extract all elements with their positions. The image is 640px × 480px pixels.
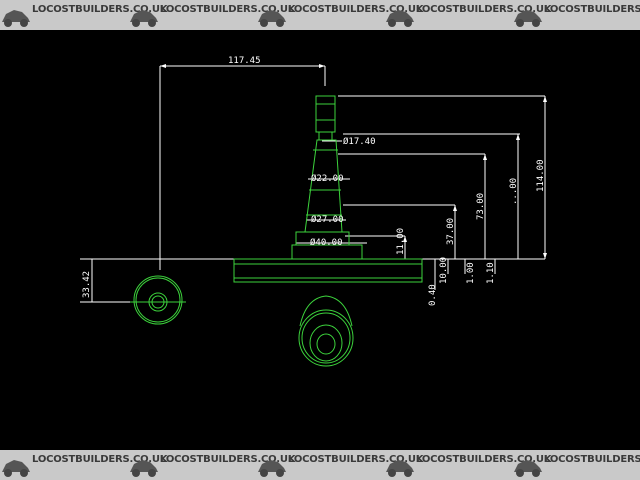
dim-diameter-upper: Ø22.00 <box>311 173 344 184</box>
cad-drawing: 117.45 Ø17.40 Ø22.00 Ø27.00 Ø40.00 114.0… <box>80 56 547 367</box>
watermark-tile: LOCOSTBUILDERS.CO.UK <box>128 0 296 30</box>
watermark-text: LOCOSTBUILDERS.CO.UK <box>160 4 296 15</box>
spigot-profile <box>233 95 423 283</box>
car-silhouette-icon <box>130 460 158 477</box>
watermark-tile: LOCOSTBUILDERS.CO.UK <box>512 0 640 30</box>
dim-height-mid: ...00 <box>509 178 519 205</box>
dim-diameter-lower: Ø27.00 <box>311 214 344 225</box>
dim-small-10: 10.00 <box>439 257 449 284</box>
car-silhouette-icon <box>514 460 542 477</box>
watermark-text: LOCOSTBUILDERS.CO.UK <box>416 454 552 465</box>
car-silhouette-icon <box>514 10 542 27</box>
dim-small-04: 0.40 <box>428 284 438 306</box>
car-silhouette-icon <box>258 10 286 27</box>
hub-flange <box>233 258 423 283</box>
dim-height-73: 73.00 <box>476 193 486 220</box>
watermark-tile: LOCOSTBUILDERS.CO.UK <box>128 450 296 480</box>
car-silhouette-icon <box>130 10 158 27</box>
watermark-text: LOCOSTBUILDERS.CO.UK <box>160 454 296 465</box>
dim-small-110: 1.10 <box>486 262 496 284</box>
car-silhouette-icon <box>386 460 414 477</box>
watermark-tile: LOCOSTBUILDERS.CO.UK <box>256 0 424 30</box>
car-silhouette-icon <box>386 10 414 27</box>
watermark-text: LOCOSTBUILDERS.CO.UK <box>544 454 640 465</box>
dim-overall-length: 117.45 <box>228 56 261 66</box>
watermark-tile: LOCOSTBUILDERS.CO.UK <box>0 450 168 480</box>
watermark-tile: LOCOSTBUILDERS.CO.UK <box>384 0 552 30</box>
watermark-text: LOCOSTBUILDERS.CO.UK <box>288 4 424 15</box>
car-silhouette-icon <box>2 10 30 27</box>
watermark-text: LOCOSTBUILDERS.CO.UK <box>544 4 640 15</box>
watermark-banner-bottom: LOCOSTBUILDERS.CO.UK LOCOSTBUILDERS.CO.U… <box>0 450 640 480</box>
car-silhouette-icon <box>258 460 286 477</box>
arrowheads <box>160 64 547 259</box>
watermark-tile: LOCOSTBUILDERS.CO.UK <box>0 0 168 30</box>
watermark-tile: LOCOSTBUILDERS.CO.UK <box>256 450 424 480</box>
dim-small-1: 1.00 <box>466 262 476 284</box>
dim-height-total: 114.00 <box>536 159 546 192</box>
dim-height-11: 11.00 <box>396 228 406 255</box>
dim-left-3342: 33.42 <box>82 271 92 298</box>
watermark-tile: LOCOSTBUILDERS.CO.UK <box>512 450 640 480</box>
watermark-text: LOCOSTBUILDERS.CO.UK <box>32 4 168 15</box>
dim-diameter-top: Ø17.40 <box>343 136 376 147</box>
watermark-banner-top: LOCOSTBUILDERS.CO.UK LOCOSTBUILDERS.CO.U… <box>0 0 640 30</box>
end-view-small <box>130 275 186 325</box>
watermark-text: LOCOSTBUILDERS.CO.UK <box>32 454 168 465</box>
watermark-text: LOCOSTBUILDERS.CO.UK <box>416 4 552 15</box>
end-view-large <box>298 295 354 367</box>
watermark-tile: LOCOSTBUILDERS.CO.UK <box>384 450 552 480</box>
dim-diameter-base: Ø40.00 <box>310 237 343 248</box>
dim-height-37: 37.00 <box>446 218 456 245</box>
spigot-tip <box>315 95 336 133</box>
watermark-text: LOCOSTBUILDERS.CO.UK <box>288 454 424 465</box>
car-silhouette-icon <box>2 460 30 477</box>
